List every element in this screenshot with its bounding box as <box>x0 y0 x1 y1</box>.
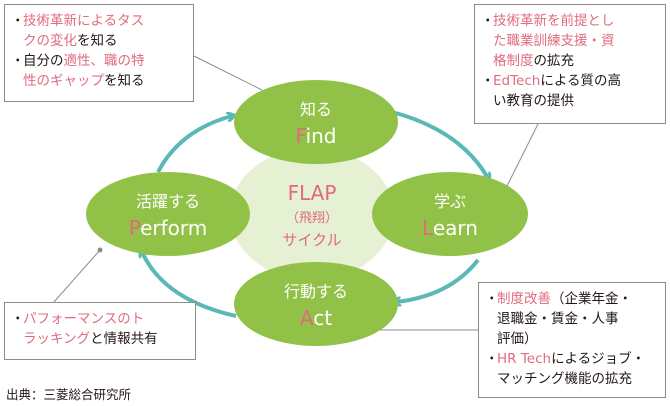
connector-perform-note <box>53 249 101 303</box>
arrow-act-to-perform <box>142 252 237 318</box>
svg-text:活躍する: 活躍する <box>136 192 200 211</box>
note-act: ・ 制度改善（企業年金・ 退職金・賃金・人事 評価） ・ HR Techによるジ… <box>478 282 666 398</box>
note-perform-item-1: ・ パフォーマンスのト ラッキングと情報共有 <box>11 311 158 347</box>
center-label: FLAP （飛翔） サイクル <box>282 181 341 249</box>
svg-text:Find: Find <box>296 124 337 148</box>
arrow-perform-to-find <box>156 116 232 173</box>
connector-find-note <box>193 55 263 91</box>
node-learn: 学ぶ Learn <box>372 172 528 256</box>
arrow-learn-to-act <box>396 258 480 302</box>
note-learn: ・ 技術革新を前提とし た職業訓練支援・資 格制度の拡充 ・ EdTechによる… <box>474 4 666 124</box>
svg-text:FLAP: FLAP <box>288 181 337 205</box>
node-act: 行動する Act <box>234 262 398 346</box>
node-find: 知る Find <box>234 80 398 164</box>
svg-text:Learn: Learn <box>422 216 478 240</box>
note-find: ・ 技術革新によるタス クの変化を知る ・ 自分の適性、職の特 性のギャップを知… <box>4 4 194 102</box>
note-perform: ・ パフォーマンスのト ラッキングと情報共有 <box>4 302 196 360</box>
svg-text:知る: 知る <box>300 100 332 119</box>
svg-text:（飛翔）: （飛翔） <box>286 211 338 226</box>
center-circle <box>230 148 394 280</box>
connector-perform-dot <box>97 247 103 253</box>
note-act-item-2: ・ HR Techによるジョブ・ マッチング機能の拡充 <box>485 351 646 387</box>
svg-text:行動する: 行動する <box>284 282 348 301</box>
note-learn-item-1: ・ 技術革新を前提とし た職業訓練支援・資 格制度の拡充 <box>481 13 615 69</box>
note-learn-item-2: ・ EdTechによる質の高 い教育の提供 <box>481 73 621 109</box>
note-act-item-1: ・ 制度改善（企業年金・ 退職金・賃金・人事 評価） <box>485 291 632 347</box>
arrow-find-to-learn <box>391 110 488 178</box>
svg-text:学ぶ: 学ぶ <box>434 192 466 211</box>
note-find-item-1: ・ 技術革新によるタス クの変化を知る <box>11 13 145 49</box>
connector-learn-note <box>501 123 539 197</box>
node-perform: 活躍する Perform <box>86 172 250 256</box>
svg-text:Perform: Perform <box>129 216 208 240</box>
svg-text:サイクル: サイクル <box>282 231 341 249</box>
note-find-item-2: ・ 自分の適性、職の特 性のギャップを知る <box>11 53 145 89</box>
svg-text:Act: Act <box>300 306 332 330</box>
source-note: 出典：三菱総合研究所 <box>6 387 132 402</box>
